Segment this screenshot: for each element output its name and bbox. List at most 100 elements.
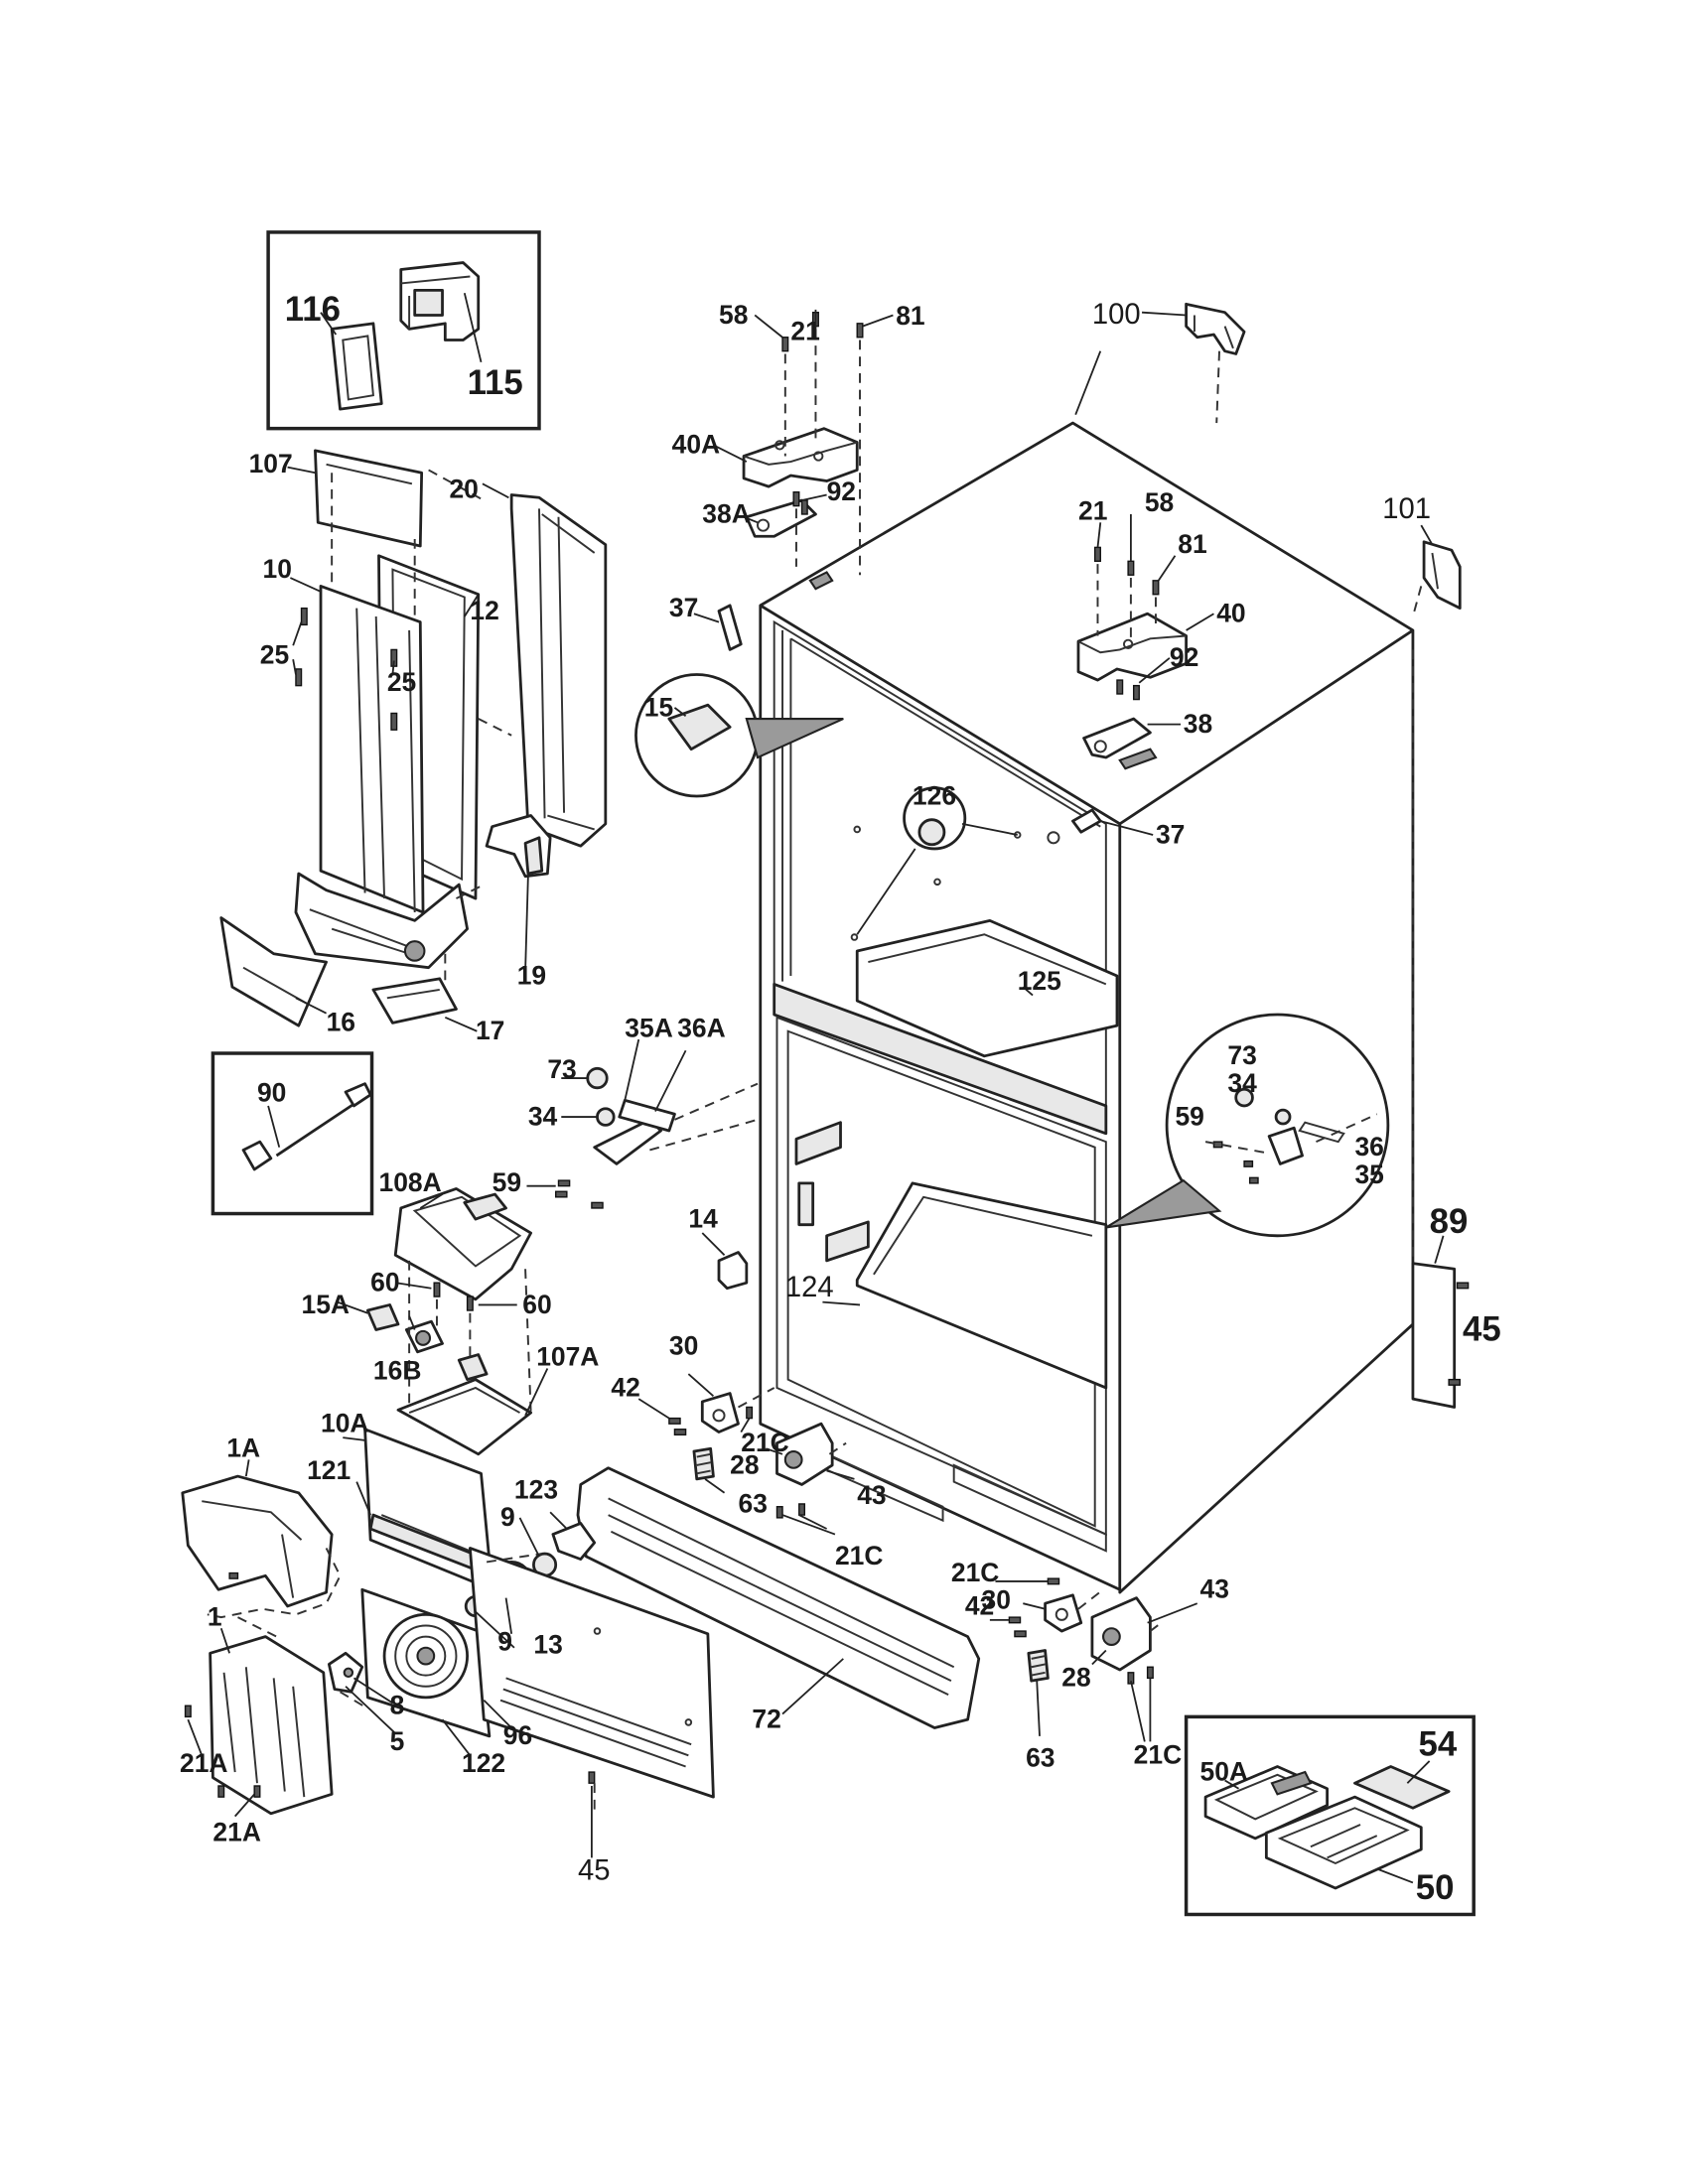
callout-9-lower: 9 bbox=[497, 1627, 512, 1657]
callout-45-bottom: 45 bbox=[578, 1855, 611, 1887]
callout-108A: 108A bbox=[378, 1167, 441, 1197]
callout-58-left: 58 bbox=[719, 300, 748, 330]
part-101-cover bbox=[1411, 524, 1462, 617]
inset-box-wire-harness bbox=[211, 1051, 374, 1216]
callout-43-right: 43 bbox=[1200, 1574, 1229, 1604]
callout-30-right: 30 bbox=[982, 1585, 1011, 1615]
callout-16B: 16B bbox=[373, 1356, 421, 1386]
dispenser-housing-assembly bbox=[337, 1187, 549, 1456]
callout-25-right: 25 bbox=[387, 667, 416, 697]
leader-lines-front bbox=[187, 1436, 593, 1858]
callout-72: 72 bbox=[752, 1705, 780, 1734]
callout-12: 12 bbox=[470, 596, 498, 625]
callout-116: 116 bbox=[285, 290, 341, 329]
top-hinge-right bbox=[1076, 546, 1188, 759]
leader-lines-chute bbox=[287, 466, 529, 1032]
callout-20: 20 bbox=[449, 474, 478, 503]
refrigerator-cabinet bbox=[717, 421, 1415, 1594]
callout-92-left: 92 bbox=[827, 477, 856, 506]
callout-54: 54 bbox=[1419, 1724, 1458, 1763]
inset-box-control-housing bbox=[1184, 1714, 1476, 1917]
callout-36A: 36A bbox=[677, 1013, 725, 1042]
callout-63-left: 63 bbox=[738, 1488, 767, 1518]
callout-1: 1 bbox=[208, 1601, 222, 1631]
callout-10A: 10A bbox=[321, 1409, 368, 1438]
callout-19: 19 bbox=[517, 960, 546, 990]
callout-96: 96 bbox=[503, 1720, 532, 1750]
callout-123: 123 bbox=[514, 1474, 558, 1504]
callout-17: 17 bbox=[476, 1016, 504, 1045]
callout-45-right: 45 bbox=[1463, 1310, 1501, 1349]
callout-35A: 35A bbox=[625, 1013, 672, 1042]
side-panel-89 bbox=[1411, 1235, 1470, 1409]
callout-73: 73 bbox=[547, 1054, 576, 1084]
callout-9-upper: 9 bbox=[500, 1502, 515, 1532]
callout-21-left: 21 bbox=[790, 317, 819, 346]
callout-21A-lower: 21A bbox=[212, 1818, 260, 1847]
callout-107: 107 bbox=[249, 449, 293, 478]
callout-89: 89 bbox=[1430, 1202, 1469, 1241]
leader-lines-hinges bbox=[713, 309, 1214, 726]
callout-126: 126 bbox=[913, 780, 956, 810]
callout-81-left: 81 bbox=[896, 301, 924, 331]
callout-21C-right-lower: 21C bbox=[1134, 1740, 1182, 1770]
callout-14: 14 bbox=[688, 1203, 718, 1233]
mid-hinge-assembly bbox=[526, 1038, 759, 1209]
callout-101: 101 bbox=[1382, 493, 1431, 525]
callout-122: 122 bbox=[462, 1748, 505, 1778]
callout-21A-left: 21A bbox=[180, 1748, 227, 1778]
callout-21C-upper: 21C bbox=[741, 1428, 788, 1457]
callout-43-left: 43 bbox=[857, 1480, 886, 1510]
callout-16: 16 bbox=[327, 1008, 355, 1037]
callout-73-detail: 73 bbox=[1227, 1040, 1256, 1070]
callout-8: 8 bbox=[390, 1691, 405, 1720]
callout-90: 90 bbox=[257, 1078, 286, 1108]
callout-58-right: 58 bbox=[1145, 487, 1174, 517]
callout-13: 13 bbox=[533, 1629, 562, 1659]
callout-60-left: 60 bbox=[370, 1268, 399, 1297]
callout-5: 5 bbox=[390, 1726, 405, 1756]
front-fan-assembly bbox=[181, 1428, 715, 1816]
leader-lines-cabinet bbox=[693, 350, 1154, 1306]
callout-100: 100 bbox=[1092, 299, 1141, 331]
callout-34: 34 bbox=[528, 1101, 558, 1131]
lower-hinge-left bbox=[637, 1373, 855, 1536]
callout-21C-lower: 21C bbox=[835, 1541, 883, 1570]
inset-box-ice-damper bbox=[266, 230, 541, 431]
callout-81-right: 81 bbox=[1178, 529, 1206, 559]
lower-hinge-right bbox=[989, 1577, 1198, 1742]
callout-37-left: 37 bbox=[669, 593, 698, 622]
callout-35: 35 bbox=[1354, 1160, 1383, 1189]
detail-circle-15 bbox=[634, 673, 844, 798]
callout-28-left: 28 bbox=[730, 1449, 759, 1479]
part-100-bracket bbox=[1141, 302, 1246, 424]
callout-124: 124 bbox=[785, 1272, 834, 1303]
callout-60-right: 60 bbox=[522, 1290, 551, 1319]
callout-34-detail: 34 bbox=[1227, 1068, 1257, 1098]
callout-121: 121 bbox=[307, 1455, 351, 1485]
callout-59-detail: 59 bbox=[1175, 1101, 1203, 1131]
callout-92-right: 92 bbox=[1170, 642, 1198, 672]
callout-115: 115 bbox=[468, 363, 523, 402]
callout-38: 38 bbox=[1184, 709, 1212, 739]
callout-40A: 40A bbox=[672, 430, 720, 460]
callout-37-right: 37 bbox=[1156, 819, 1185, 849]
callout-50: 50 bbox=[1416, 1868, 1455, 1907]
callout-28-right: 28 bbox=[1061, 1663, 1090, 1693]
part-126-bumper bbox=[856, 786, 1018, 935]
callout-1A: 1A bbox=[226, 1433, 260, 1463]
callout-63-right: 63 bbox=[1026, 1742, 1055, 1772]
callout-10: 10 bbox=[263, 554, 292, 584]
detail-circle-36-35 bbox=[1105, 1013, 1390, 1238]
callout-107A: 107A bbox=[536, 1342, 599, 1372]
callout-59: 59 bbox=[492, 1167, 521, 1197]
callout-38A: 38A bbox=[702, 498, 750, 528]
callout-21-right: 21 bbox=[1078, 496, 1107, 526]
callout-30-left: 30 bbox=[669, 1331, 698, 1361]
top-hinge-left bbox=[742, 311, 864, 576]
callout-42-right: 42 bbox=[965, 1590, 994, 1620]
callout-125: 125 bbox=[1018, 966, 1061, 996]
callout-25-left: 25 bbox=[260, 639, 289, 669]
callout-36: 36 bbox=[1354, 1132, 1383, 1161]
